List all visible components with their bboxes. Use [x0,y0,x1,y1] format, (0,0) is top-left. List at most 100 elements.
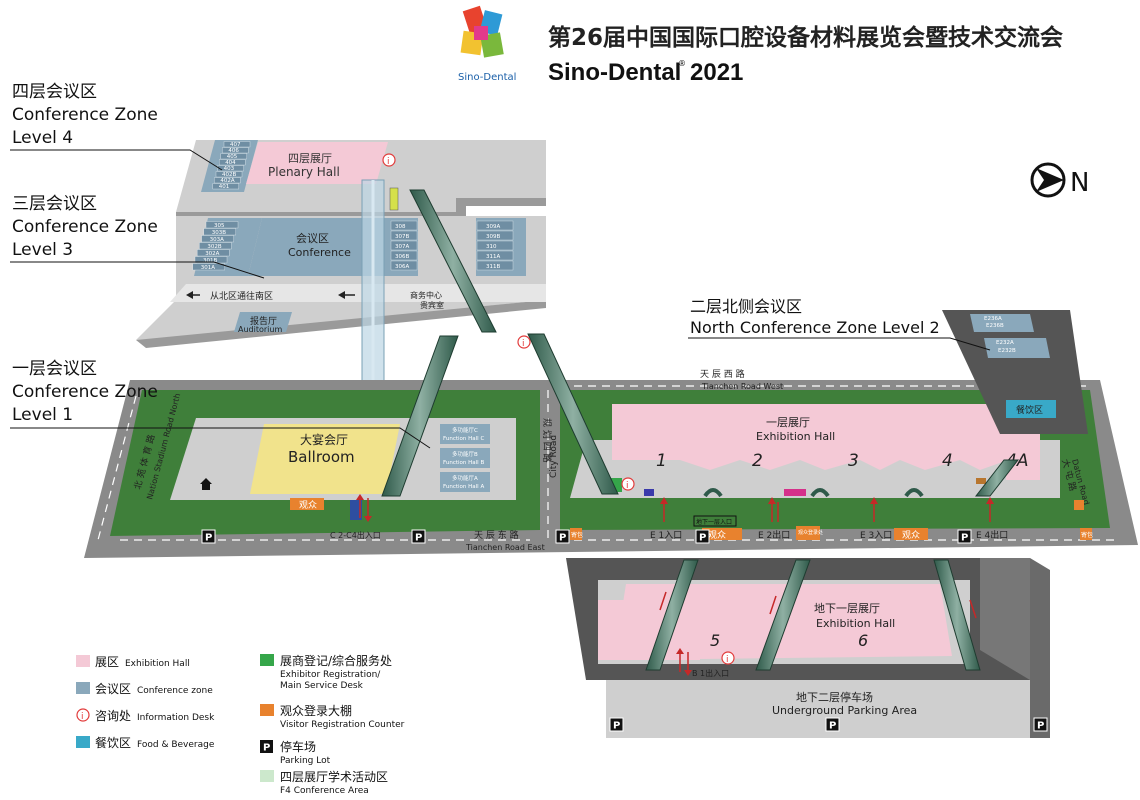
compass-label: N [1070,168,1089,198]
level3-room[interactable]: 302A [205,251,219,257]
legend-swatch [76,736,90,748]
north-rooms-top [970,314,1034,332]
level3-en1: Conference Zone [12,217,158,237]
conference-area[interactable] [248,218,390,276]
svg-text:P: P [559,533,566,544]
visitor-badge-l1 [290,498,324,510]
level3-room[interactable]: 303A [210,237,224,243]
level4-room[interactable]: 404 [225,160,236,166]
exhibition-hall-cn: 一层展厅 [766,416,810,429]
legend-label-en: Exhibition Hall [125,659,190,669]
level3-room[interactable]: 311A [486,254,500,260]
hall-number: 3 [848,451,859,471]
svg-text:i: i [726,655,729,665]
level3-room[interactable]: 311B [486,264,500,270]
info-desk-icon-l2: i [517,335,531,349]
parking-icon: P [555,529,570,544]
function-hall[interactable] [440,472,490,492]
north-room[interactable]: E232A [996,340,1014,346]
level3-room[interactable]: 306B [395,254,409,260]
legend-swatch [76,682,90,694]
level3-room[interactable]: 301A [201,265,215,271]
level3-room[interactable]: 309B [486,234,500,240]
level1-en1: Conference Zone [12,382,158,402]
level3-room[interactable]: 310 [486,244,497,250]
pink-marker [784,489,806,496]
north-room[interactable]: E236A [984,316,1002,322]
svg-text:P: P [613,721,620,732]
b1-hall-number-5: 5 [710,631,720,650]
function-hall[interactable] [440,448,490,468]
legend-swatch [260,770,274,782]
level4-room[interactable]: 405 [227,154,238,160]
plenary-hall[interactable] [246,142,388,184]
level3-room[interactable]: 303B [212,230,226,236]
info-desk-icon-b1: i [721,651,735,665]
level4-room[interactable]: 402B [222,172,236,178]
level3-room[interactable]: 308 [395,224,406,230]
svg-text:i: i [81,712,84,722]
b2-parking [606,680,1050,738]
entrance-label: E 4出口 [976,529,1008,541]
zone-label-level3: 三层会议区 Conference Zone Level 3 [10,194,265,279]
visitor-badge-e1: 观众 [708,530,726,541]
road-east-cn: 天 辰 东 路 [474,529,519,541]
level4-room[interactable]: 403 [224,166,235,172]
level3-cn: 三层会议区 [12,194,97,214]
legend-label-cn: 四层展厅学术活动区 [280,769,388,784]
c2-gate [350,500,362,520]
level4-room[interactable]: 402A [220,178,234,184]
legend-label-cn: 观众登录大棚 [280,703,352,718]
level4-room[interactable]: 406 [228,148,239,154]
function-hall[interactable] [440,424,490,444]
level3-room[interactable]: 306A [395,264,409,270]
ballroom-cn: 大宴会厅 [300,432,348,447]
level3-room[interactable]: 305 [214,223,225,229]
level3-room[interactable]: 309A [486,224,500,230]
svg-text:i: i [626,481,629,491]
b1-arrows-icon [659,591,977,676]
zone-label-level1: 一层会议区 Conference Zone Level 1 [10,359,431,449]
ballroom[interactable] [250,424,400,494]
auditorium[interactable] [234,312,292,332]
b1-hall-en: Exhibition Hall [816,617,895,630]
level4-room[interactable]: 401 [219,184,230,190]
level3-room[interactable]: 302B [207,244,221,250]
service-marker [644,489,654,496]
north-room[interactable]: E236B [986,323,1004,329]
level4-en2: Level 4 [12,128,73,148]
visitor-badge-l1-label: 观众 [299,500,317,511]
visitor-reg-small: 观众登录处 [798,529,823,536]
north-room[interactable]: E232B [998,348,1016,354]
north2-cn: 二层北侧会议区 [690,297,802,316]
parking-icon: P [1033,717,1048,732]
corridor-label: 从北区通往南区 [210,290,273,302]
city-road-en: City Road [549,435,559,478]
level3-room[interactable]: 307B [395,234,409,240]
level3-room[interactable]: 301B [203,258,217,264]
legend-label-en: Food & Beverage [137,740,215,750]
level3-corridor [170,284,546,302]
parking-icon: P [609,717,624,732]
b1-entrance-small: 地下一层入口 [696,518,732,526]
title-cn: 第26届中国国际口腔设备材料展览会暨技术交流会 [548,24,1063,51]
conference-cn: 会议区 [296,232,329,245]
level3-room[interactable]: 307A [395,244,409,250]
food-area[interactable] [1006,400,1056,418]
legend-swatch [76,655,90,667]
level4-stair [389,187,399,211]
svg-text:Function Hall C: Function Hall C [443,436,484,442]
legend-label-cn: 餐饮区 [95,735,131,750]
level4-room[interactable]: 407 [230,142,241,148]
legend-label-cn: 展商登记/综合服务处 [280,653,392,668]
level4-en1: Conference Zone [12,105,158,125]
legend-label-en: Parking Lot [280,756,331,766]
legend-label-cn: 展区 [95,655,119,669]
road-west-en: Tianchen Road West [701,382,783,391]
